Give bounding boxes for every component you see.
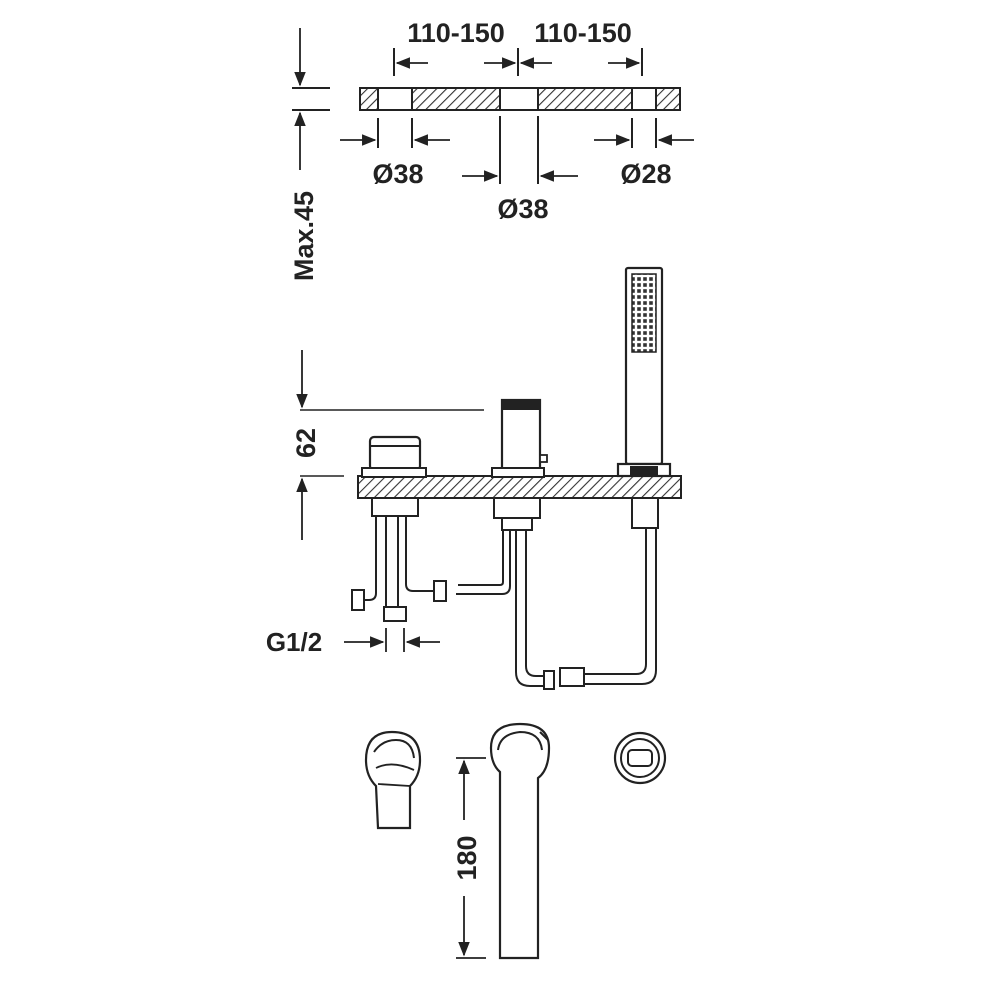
spacing-right-label: 110-150 [534, 18, 632, 48]
spout-height-dimension [456, 757, 486, 959]
hole-right-label: Ø28 [620, 159, 671, 189]
mixer-outlet-fitting [383, 606, 407, 622]
deck-hole-left [377, 87, 413, 111]
mixer-inlet-fitting-left [351, 589, 365, 611]
height-label: 62 [291, 428, 321, 458]
mixer-inlet-hose-right [405, 516, 436, 592]
spout-front [489, 722, 551, 960]
thread-dimension [344, 628, 440, 652]
spout-height-label: 180 [452, 835, 482, 880]
mixer-base [361, 467, 427, 478]
spout-shank-nut [501, 517, 533, 531]
thread-label: G1/2 [266, 627, 322, 657]
max-thickness-dimension [292, 28, 330, 170]
spout-lever-nub [539, 454, 548, 463]
hand-shower-nozzle-grid [631, 273, 657, 353]
deck-slab-section-2 [411, 87, 501, 111]
spout-shank [493, 497, 541, 519]
shower-shank [631, 497, 659, 529]
shower-hose-loop [515, 530, 546, 687]
deck-slab-section-4 [655, 87, 681, 111]
deck-slab-section-3 [537, 87, 633, 111]
deck-hole-right [631, 87, 657, 111]
hole-center-label: Ø38 [497, 194, 548, 224]
spacing-left-label: 110-150 [407, 18, 505, 48]
mixer-inlet-hose-left [362, 516, 377, 601]
mixer-shank [371, 497, 419, 517]
spacing-dimension [393, 48, 643, 76]
spout-base [491, 467, 545, 478]
top-view: 110-150 110-150 Ø38 Ø38 Ø28 Max.45 [289, 18, 694, 281]
spout-top [502, 400, 540, 410]
shower-hose-connector-left [543, 670, 555, 690]
max-thickness-label: Max.45 [289, 191, 319, 281]
deck-slab-section-1 [359, 87, 379, 111]
hole-diameter-dimensions [340, 116, 694, 184]
spout-body [500, 398, 542, 478]
shower-hose-connector-right [559, 667, 585, 687]
hand-shower-holder-inner [630, 466, 658, 475]
front-view: 180 [364, 722, 667, 960]
mixer-to-spout-hose [418, 510, 428, 584]
mixer-body [368, 435, 422, 472]
spout-hose-outer [456, 530, 511, 595]
deck-section [357, 475, 682, 499]
shower-holder-front [613, 731, 667, 785]
hole-left-label: Ø38 [372, 159, 423, 189]
deck-hole-center [499, 87, 539, 111]
side-view: 62 G1/2 [266, 266, 682, 690]
mixer-lever-front [364, 730, 422, 830]
mixer-inlet-fitting-right [433, 580, 447, 602]
